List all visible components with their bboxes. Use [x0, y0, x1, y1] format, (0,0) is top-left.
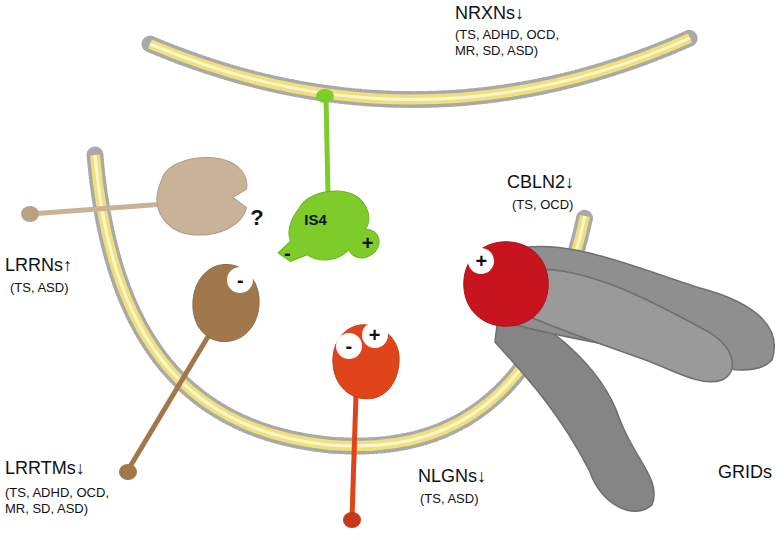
charge-sign: + — [361, 232, 375, 254]
protein-name: NRXNs↓ — [455, 3, 524, 25]
charge-sign: - — [336, 333, 362, 359]
domain-label: IS4 — [303, 211, 328, 228]
disorder-list: (TS, ASD) — [420, 491, 479, 507]
lrrtm-protein: - — [190, 262, 262, 344]
nlgn-protein: -+ — [330, 322, 402, 402]
presynaptic-membrane — [150, 38, 690, 100]
protein-head — [150, 155, 265, 240]
nrxn-stalk — [316, 89, 334, 195]
lrrtm-stalk — [119, 330, 212, 480]
protein-name: LRRNs↑ — [5, 255, 72, 277]
nrxn-protein: IS4- + — [276, 185, 380, 270]
protein-name: NLGNs↓ — [418, 466, 486, 488]
charge-sign: - — [283, 242, 292, 264]
disorder-list: (TS, ADHD, OCD, MR, SD, ASD) — [5, 485, 130, 516]
protein-name: GRIDs — [718, 462, 772, 484]
protein-name: LRRTMs↓ — [5, 458, 85, 480]
protein-name: CBLN2↓ — [507, 172, 574, 194]
charge-sign: ? — [249, 206, 264, 230]
protein-head — [276, 185, 380, 270]
lrrn-stalk — [21, 204, 165, 222]
disorder-list: (TS, ADHD, OCD, MR, SD, ASD) — [455, 27, 580, 58]
disorder-list: (TS, ASD) — [10, 280, 69, 296]
disorder-list: (TS, OCD) — [512, 197, 573, 213]
lrrn-protein: ? — [150, 155, 265, 240]
cbln2-protein: + — [462, 240, 550, 328]
charge-sign: + — [362, 322, 388, 348]
nlgn-stalk — [343, 395, 361, 528]
